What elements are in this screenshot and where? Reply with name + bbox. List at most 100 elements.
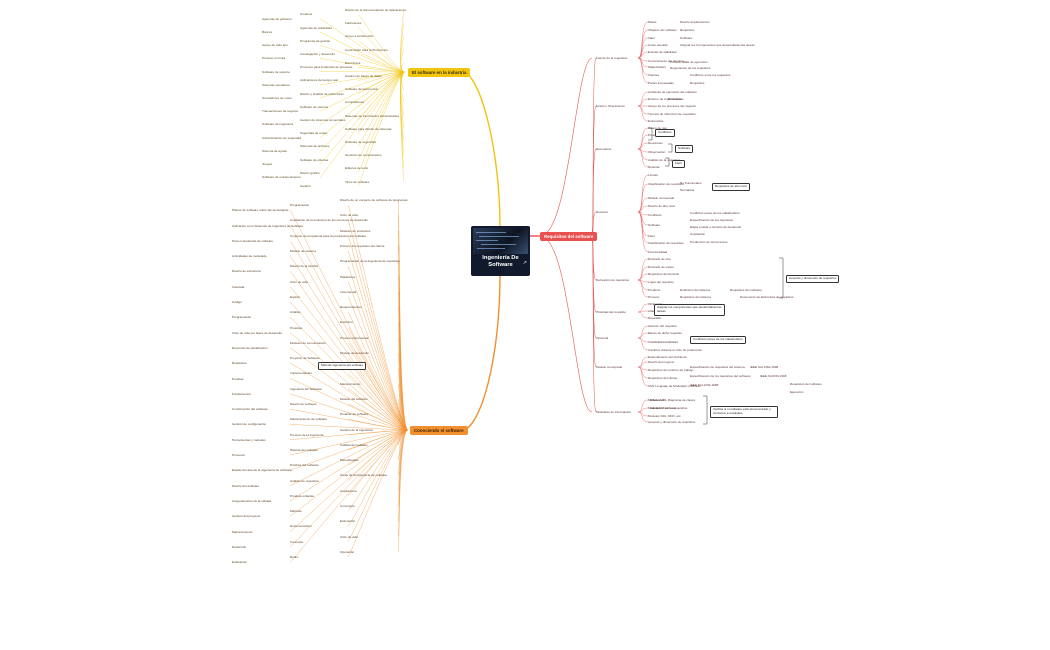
red-topic-level3[interactable]: Asignar los Componentes que desarrollara… — [680, 43, 755, 47]
orange-topic[interactable]: Conceptos — [340, 504, 355, 508]
orange-topic[interactable]: Ciclo de vida — [340, 213, 358, 218]
red-topic-level2[interactable]: Análisis de la requisitos — [648, 158, 681, 162]
orange-topic[interactable]: Operación — [340, 549, 355, 554]
orange-topic[interactable]: Métricas — [290, 509, 302, 514]
red-topic-level3[interactable]: Especificación de los requisitos — [690, 218, 733, 222]
red-topic-level2[interactable]: Modelado Funcional — [648, 406, 676, 410]
red-topic-level2[interactable]: Volatilidad/estabilidad — [648, 340, 678, 344]
yellow-topic[interactable]: Software de seguridad — [345, 140, 376, 144]
yellow-topic[interactable]: Proceso en línea — [262, 56, 286, 61]
yellow-topic[interactable]: Usuarios — [300, 12, 313, 17]
orange-topic[interactable]: Prototipo — [290, 325, 303, 330]
red-topic-level2[interactable]: Entrevistas — [648, 119, 664, 123]
orange-topic[interactable]: Incremental — [340, 289, 357, 294]
yellow-topic[interactable]: Sistemas operativos — [262, 82, 290, 87]
red-topic-level2[interactable]: Derivado de otro — [648, 257, 671, 261]
orange-topic[interactable]: Concepto — [290, 539, 304, 544]
external-link-icon[interactable]: ↗ — [522, 260, 527, 266]
red-topic-level2[interactable]: Alcance del requisito — [648, 324, 677, 328]
red-topic-level3[interactable]: Especificación de requisitos del sistema — [690, 365, 745, 369]
orange-topic[interactable]: Ciclo de vida — [340, 534, 358, 539]
yellow-topic[interactable]: Gestión de bases de datos — [345, 74, 382, 78]
red-topic-level3[interactable]: Ejecución — [790, 390, 804, 394]
yellow-topic[interactable]: Agencias de gobierno — [262, 16, 292, 21]
red-topic-level3[interactable]: Diseño arquitectónico — [680, 20, 710, 24]
red-topic-level2[interactable]: Detectar — [648, 165, 660, 169]
yellow-topic[interactable]: Apoyo a la Dirección — [345, 34, 374, 39]
red-topic-level2[interactable]: Estudio de viabilidad — [648, 50, 677, 54]
red-topic-level2[interactable]: Proceso — [648, 295, 660, 299]
orange-topic[interactable]: Modelo de sistema — [290, 249, 316, 253]
red-topic-level1[interactable]: Fuente de la requisitos — [596, 56, 628, 60]
yellow-topic[interactable]: Sistemas de información administrativa — [345, 113, 399, 118]
orange-topic[interactable]: Planes de software sobre las tecnologías — [232, 208, 289, 213]
red-topic-level3[interactable]: Diferentes — [650, 398, 665, 402]
red-topic-level3[interactable]: Requisitos del sistema — [680, 295, 711, 299]
yellow-topic[interactable]: Software de utilerías — [300, 157, 329, 162]
red-topic-level3[interactable]: IEEE Std 830-1998 — [760, 374, 787, 378]
yellow-topic[interactable]: Transacciones de negocio — [262, 109, 299, 114]
red-topic-level2[interactable]: Ambiente de ejecución del software — [648, 90, 697, 94]
orange-topic[interactable]: Ingeniería del Software — [290, 386, 322, 391]
red-topic-level3[interactable]: Especificación de los requisitos del sof… — [690, 374, 751, 378]
orange-topic[interactable]: Áreas de la Ingeniería de software — [340, 473, 388, 478]
red-topic-level2[interactable]: Modelos SDL, DFD, etc. — [648, 414, 682, 418]
red-topic-level3[interactable]: Requisitos del software — [790, 382, 822, 386]
red-topic-level2[interactable]: Derivado de varios — [648, 265, 674, 269]
orange-topic[interactable]: Diseño de software — [290, 402, 317, 406]
orange-topic[interactable]: Actividades de modelado — [232, 254, 267, 259]
yellow-topic[interactable]: Simuladores de vuelo — [262, 96, 292, 100]
red-topic-level2[interactable]: Entorno de organización — [648, 97, 682, 101]
orange-topic[interactable]: Programación — [290, 203, 310, 208]
orange-topic[interactable]: Cascada — [232, 284, 245, 289]
red-topic-level1[interactable]: Prioridad del requisito — [596, 310, 626, 314]
red-topic-level2[interactable]: Costo elevado — [648, 43, 668, 47]
orange-topic[interactable]: Modelo de desarrollo — [340, 351, 369, 355]
yellow-topic[interactable]: Software de entretenimiento — [262, 175, 301, 180]
central-topic[interactable]: Ingeniería De Software ↗ — [471, 226, 530, 276]
red-topic-level1[interactable]: Escenarios — [596, 147, 612, 151]
red-topic-level2[interactable]: Requisitos del cliente — [648, 376, 678, 380]
yellow-topic[interactable]: Juegos — [262, 162, 272, 166]
orange-topic[interactable]: Proyecto de Software — [290, 356, 320, 361]
orange-topic[interactable]: Construcción del software — [232, 407, 268, 412]
red-topic-level2[interactable]: Software — [648, 223, 661, 227]
orange-topic[interactable]: Conjunto de programas para la producción… — [290, 233, 367, 238]
orange-topic[interactable]: Código — [232, 300, 242, 304]
orange-topic[interactable]: Recorrido de planificación — [232, 345, 268, 350]
yellow-topic[interactable]: Software para diseño de sistemas — [345, 126, 392, 131]
orange-topic[interactable]: Diseño de estructura — [232, 269, 261, 274]
red-topic-level2[interactable]: Producto — [648, 288, 661, 292]
orange-topic[interactable]: Diseño de un conjunto de software de pro… — [340, 198, 408, 202]
red-topic-level2[interactable]: Diseño de alto nivel — [648, 204, 676, 208]
yellow-topic[interactable]: Procesos para instancias de procesos — [300, 65, 353, 70]
orange-topic[interactable]: Análisis de requisitos — [290, 478, 320, 483]
orange-topic[interactable]: Proceso de la ingeniería — [290, 432, 324, 437]
red-topic-level2[interactable]: Entendimiento del problema — [648, 355, 687, 359]
orange-topic[interactable]: Evaluación — [232, 560, 248, 565]
red-topic-level2[interactable]: Metas — [648, 20, 657, 24]
orange-topic[interactable]: Modelos de productos — [340, 228, 371, 233]
red-topic-level2[interactable]: Cambios durante el ciclo de producción — [648, 348, 703, 352]
orange-topic[interactable]: Ciclo de vida — [290, 279, 308, 284]
red-topic-level2[interactable]: Casos de uso — [648, 126, 667, 130]
red-topic-level2[interactable]: Observación — [648, 150, 666, 154]
red-topic-level2[interactable]: Conocimiento del dominio — [648, 59, 684, 63]
branch-industria[interactable]: El software en la industria — [408, 68, 471, 77]
red-topic-level2[interactable]: Diseño del negocio — [648, 360, 675, 364]
red-topic-level2[interactable]: Requisitos del dominio — [648, 272, 680, 276]
red-topic-level2[interactable]: Valor — [648, 36, 655, 40]
yellow-topic[interactable]: Programas de gestión — [300, 38, 331, 43]
orange-topic[interactable]: Para el desarrollo de software — [232, 238, 274, 243]
yellow-topic[interactable]: Apoyo de todo tipo — [262, 43, 288, 48]
red-topic-level2[interactable]: Reuniones — [648, 141, 663, 145]
orange-topic[interactable]: Gestión de configuración — [232, 422, 267, 427]
red-topic-level3[interactable]: Negociación de los requisitos — [670, 66, 711, 70]
orange-topic[interactable]: Historia del software — [290, 447, 319, 452]
yellow-topic[interactable]: Diseño y análisis de estructuras — [300, 91, 344, 96]
orange-topic[interactable]: Pruebas unitarias — [290, 493, 315, 498]
yellow-topic[interactable]: Aplicaciones de tiempo real — [300, 78, 338, 83]
orange-topic[interactable]: Pruebas de software — [340, 412, 369, 417]
red-topic-level3[interactable]: Documento de Estructura de requisitos — [740, 295, 794, 299]
red-topic-level1[interactable]: Derivación de requisitos — [596, 278, 630, 282]
